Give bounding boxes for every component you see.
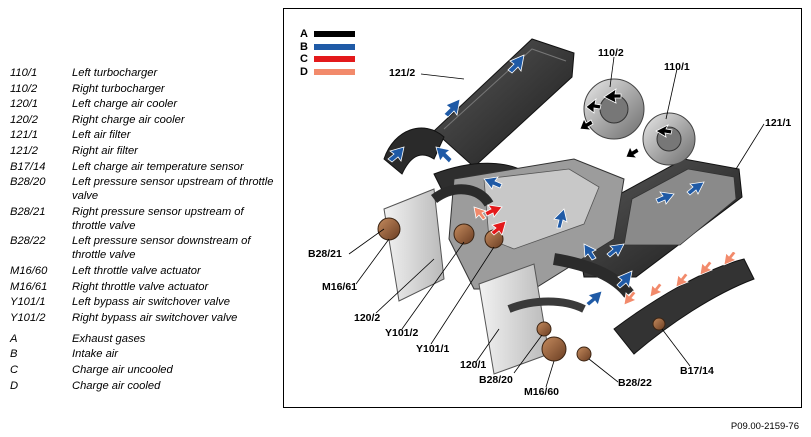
callout-110-2: 110/2: [598, 47, 624, 59]
leader-lines: [348, 56, 765, 388]
key-color-bar: [314, 56, 355, 62]
legend-code: M16/61: [10, 280, 48, 293]
legend-description: Intake air: [72, 348, 119, 361]
legend-row: B28/22 Left pressure sensor downstream of…: [10, 234, 278, 262]
legend-row: D Charge air cooled: [10, 379, 278, 393]
legend-code: M16/60: [10, 264, 48, 277]
right-charge-air-cooler-120-2: [383, 188, 445, 302]
legend-row: M16/60 Left throttle valve actuator: [10, 264, 278, 278]
legend-code: C: [10, 363, 19, 376]
legend-row: 121/1 Left air filter: [10, 128, 278, 142]
legend-code: 121/1: [10, 129, 38, 142]
legend-row: 120/1 Left charge air cooler: [10, 97, 278, 111]
charge-air-uncooled-arrows: [484, 204, 507, 236]
legend-description: Left throttle valve actuator: [72, 264, 201, 277]
legend-row: B Intake air: [10, 347, 278, 361]
left-pressure-sensor-b28-22: [576, 346, 592, 362]
component-legend: 110/1 Left turbocharger 110/2 Right turboch…: [10, 66, 278, 394]
key-color-bar: [314, 43, 355, 50]
exhaust-arrows: [579, 88, 673, 159]
legend-row: A Exhaust gases: [10, 332, 278, 346]
key-letter: C: [300, 53, 308, 65]
right-air-filter-121-2: [433, 38, 575, 168]
legend-description: Left air filter: [72, 129, 131, 142]
legend-code: B17/14: [10, 160, 46, 173]
callout-b28-21: B28/21: [308, 248, 342, 260]
key-color-bar: [314, 68, 355, 75]
legend-description: Exhaust gases: [72, 332, 146, 345]
legend-code: D: [10, 379, 19, 392]
legend-description: Charge air cooled: [72, 379, 161, 392]
key-row: A: [300, 28, 355, 40]
key-row: B: [300, 41, 355, 53]
legend-description: Right bypass air switchover valve: [72, 311, 238, 324]
legend-description: Left charge air temperature sensor: [72, 160, 244, 173]
legend-code: Y101/2: [10, 311, 46, 324]
legend-description: Right turbocharger: [72, 82, 165, 95]
callout-110-1: 110/1: [664, 61, 690, 73]
figure-reference-code: P09.00-2159-76: [730, 421, 799, 432]
legend-row: B28/21 Right pressure sensor upstream of …: [10, 205, 278, 233]
callout-m16-60: M16/60: [524, 386, 560, 398]
key-letter: A: [300, 28, 308, 40]
legend-code: 110/2: [10, 82, 38, 95]
engine-illustration: [348, 38, 765, 388]
right-throttle-valve-m16-61: [377, 217, 401, 241]
legend-row: M16/61 Right throttle valve actuator: [10, 280, 278, 294]
legend-code: B: [10, 348, 18, 361]
legend-description: Left pressure sensor upstream of throttl…: [72, 176, 274, 203]
callout-m16-61: M16/61: [322, 281, 358, 293]
callout-b28-20: B28/20: [479, 374, 513, 386]
left-pressure-sensor-b28-20: [536, 321, 552, 337]
key-letter: B: [300, 40, 308, 53]
legend-code: 121/2: [10, 144, 38, 157]
legend-description: Left pressure sensor downstream of throt…: [72, 235, 251, 262]
callout-121-1: 121/1: [765, 117, 792, 129]
legend-code: 120/2: [10, 113, 38, 126]
intake-air-arrows: [387, 54, 705, 307]
key-letter: D: [300, 65, 308, 78]
callout-b28-22: B28/22: [618, 377, 652, 389]
key-row: C: [300, 53, 355, 65]
legend-description: Left bypass air switchover valve: [72, 296, 230, 309]
legend-row: 110/1 Left turbocharger: [10, 66, 278, 80]
intake-hose-right: [383, 127, 445, 175]
legend-code: 110/1: [10, 67, 38, 79]
legend-description: Right throttle valve actuator: [72, 280, 209, 293]
legend-description: Right air filter: [72, 144, 138, 157]
legend-row: 110/2 Right turbocharger: [10, 82, 278, 96]
legend-description: Right pressure sensor upstream of thrott…: [72, 205, 244, 232]
legend-description: Right charge air cooler: [72, 113, 185, 126]
legend-description: Left charge air cooler: [72, 98, 178, 111]
callout-y101-2: Y101/2: [385, 327, 419, 339]
legend-row: B28/20 Left pressure sensor upstream of t…: [10, 175, 278, 203]
callout-b17-14: B17/14: [680, 365, 714, 377]
legend-code: Y101/1: [10, 296, 46, 309]
key-color-bar: [314, 31, 355, 37]
legend-row: 120/2 Right charge air cooler: [10, 113, 278, 127]
legend-code: B28/21: [10, 205, 46, 218]
callout-120-2: 120/2: [354, 312, 381, 324]
callout-y101-1: Y101/1: [416, 343, 450, 355]
key-row: D: [300, 66, 355, 78]
legend-description: Charge air uncooled: [72, 363, 173, 376]
legend-code: B28/20: [10, 176, 46, 189]
right-bypass-valve-y101-2: [453, 223, 475, 245]
legend-row: C Charge air uncooled: [10, 363, 278, 377]
legend-code: A: [10, 332, 18, 345]
charge-air-cooled-arrows: [473, 206, 737, 306]
legend-code: B28/22: [10, 235, 46, 248]
legend-row: Y101/2 Right bypass air switchover valve: [10, 311, 278, 325]
callout-121-2: 121/2: [389, 67, 416, 79]
left-throttle-valve-m16-60: [541, 336, 567, 362]
legend-row: 121/2 Right air filter: [10, 144, 278, 158]
legend-row: Y101/1 Left bypass air switchover valve: [10, 295, 278, 309]
charge-air-temp-sensor-b17-14: [652, 317, 666, 331]
legend-row: B17/14 Left charge air temperature sensor: [10, 160, 278, 174]
callout-120-1: 120/1: [460, 359, 487, 371]
legend-code: 120/1: [10, 98, 38, 111]
legend-description: Left turbocharger: [72, 67, 158, 79]
